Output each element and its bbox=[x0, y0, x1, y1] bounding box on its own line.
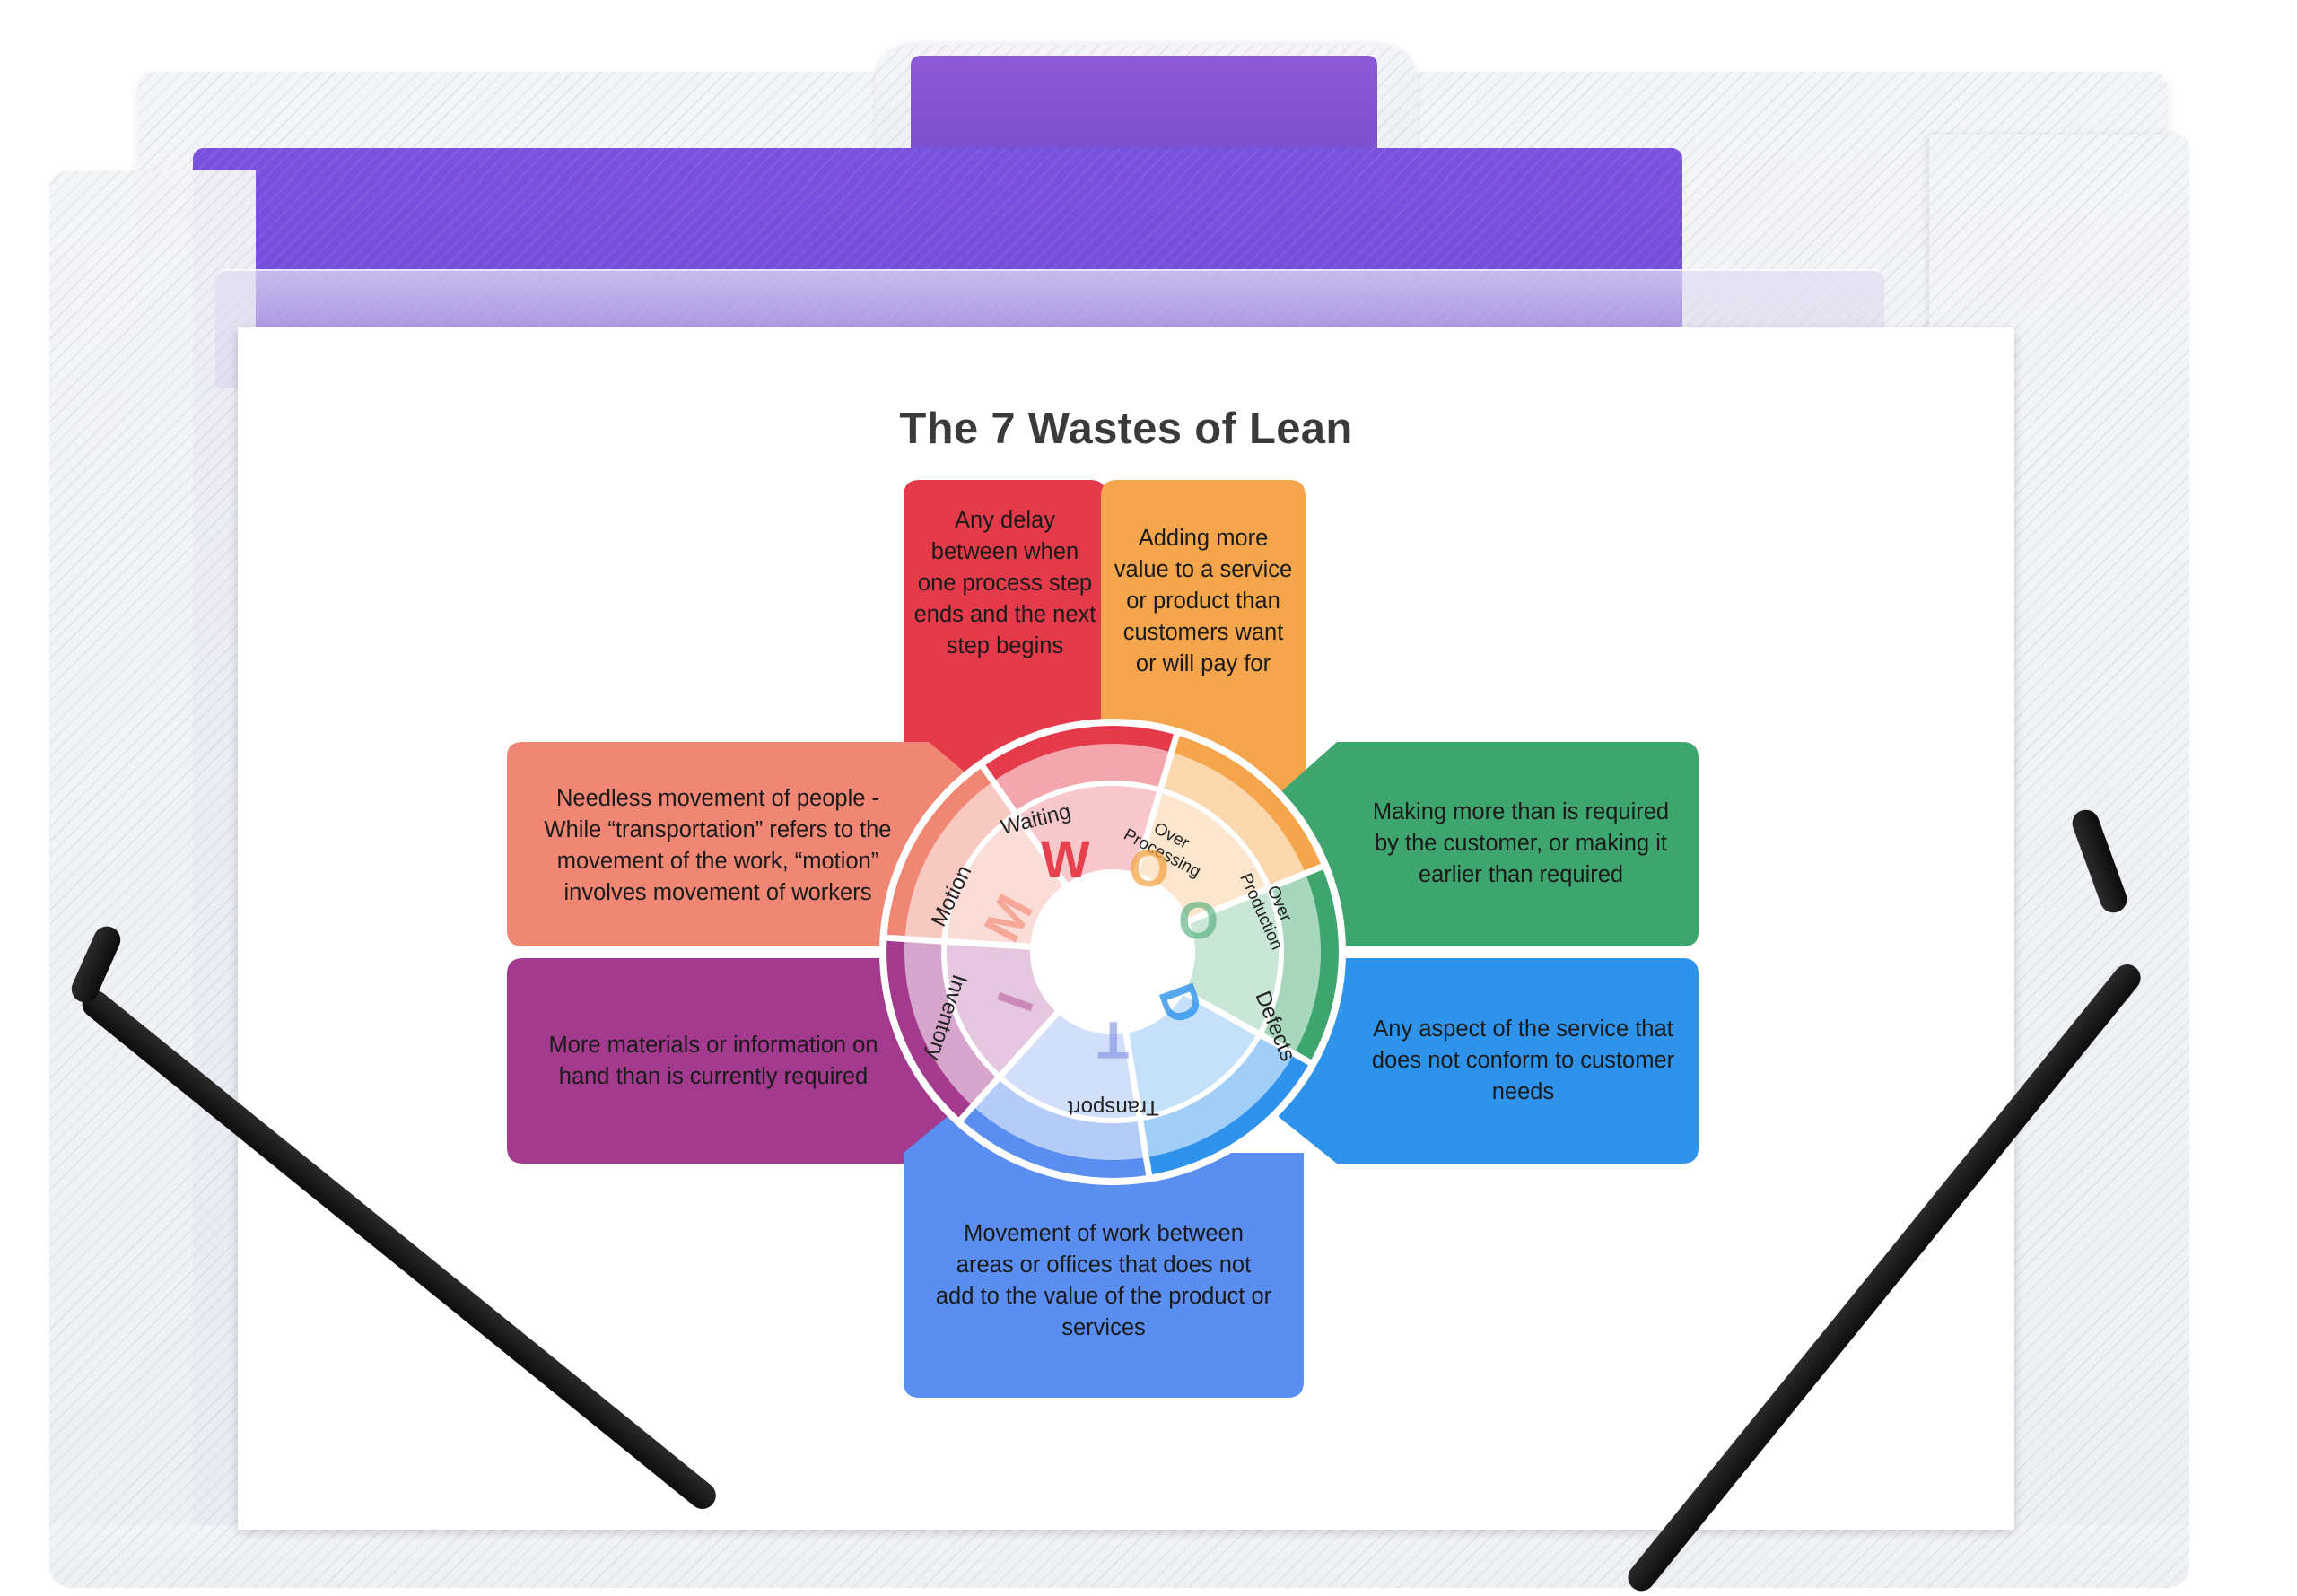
ring-separator bbox=[1180, 987, 1314, 1068]
over-production-card bbox=[1279, 742, 1699, 946]
ring-separator bbox=[978, 762, 1070, 889]
transport-letter: T bbox=[1097, 1010, 1130, 1068]
over-processing-letter: O bbox=[1129, 840, 1170, 898]
ring-edge-segment-inventory bbox=[886, 938, 974, 1120]
ring-edge-segment-transport bbox=[960, 1106, 1149, 1178]
folder-front-flap-left bbox=[49, 170, 256, 1579]
poster-title: The 7 Wastes of Lean bbox=[899, 405, 1353, 453]
waiting-letter: W bbox=[1041, 831, 1090, 889]
wastes-diagram bbox=[507, 480, 1699, 1398]
over-production-letter: O bbox=[1178, 892, 1219, 950]
ring-outer-segment-over_processing bbox=[1160, 735, 1323, 888]
transport-description: Movement of work between areas or office… bbox=[935, 1220, 1272, 1340]
ring-inner-segment-over_processing bbox=[1136, 791, 1268, 921]
ring-inner-segment-waiting bbox=[1017, 785, 1160, 885]
over-production-description: Making more than is required by the cust… bbox=[1372, 798, 1670, 887]
ring-separator bbox=[956, 1007, 1062, 1125]
ring-edge-segment-motion bbox=[886, 766, 993, 939]
ring-edge-segment-defects bbox=[1146, 1053, 1310, 1175]
ring-inner-segment-over_production bbox=[1184, 888, 1280, 1033]
transport-label: Transport bbox=[1068, 1095, 1159, 1120]
motion-card bbox=[507, 742, 983, 946]
ring-separator bbox=[1184, 862, 1327, 926]
over-processing-description: Adding more value to a service or produc… bbox=[1114, 525, 1293, 676]
ring-separator bbox=[883, 934, 1035, 951]
defects-description: Any aspect of the service that does not … bbox=[1371, 1016, 1675, 1104]
ring-edge-segment-waiting bbox=[983, 726, 1177, 781]
ring-inner-segment-motion bbox=[946, 815, 1066, 947]
motion-description: Needless movement of people - While “tra… bbox=[544, 785, 892, 905]
ring-inner-segment-defects bbox=[1125, 992, 1259, 1117]
ring-separator bbox=[1122, 1029, 1153, 1180]
inventory-description: More materials or information on hand th… bbox=[548, 1032, 878, 1089]
ring-edge-segment-over_processing bbox=[1171, 735, 1323, 874]
ring-outer-segment-motion bbox=[886, 766, 1016, 942]
folder-front-flap-bottom bbox=[49, 1525, 2189, 1588]
ring-outer-segment-transport bbox=[960, 1077, 1149, 1178]
lean-wastes-poster: The 7 Wastes of Lean Any delay between w… bbox=[238, 327, 2014, 1530]
defects-card bbox=[1279, 958, 1699, 1164]
folder-tab-color-insert bbox=[911, 56, 1377, 161]
wastes-ring bbox=[879, 719, 1346, 1185]
ring-outer-segment-defects bbox=[1140, 1034, 1310, 1175]
waiting-description: Any delay between when one process step … bbox=[913, 507, 1096, 658]
inventory-card bbox=[507, 958, 983, 1164]
ring-separator bbox=[1131, 730, 1181, 877]
ring-outer-segment-inventory bbox=[886, 938, 999, 1120]
ring-edge-segment-over_production bbox=[1294, 867, 1339, 1063]
